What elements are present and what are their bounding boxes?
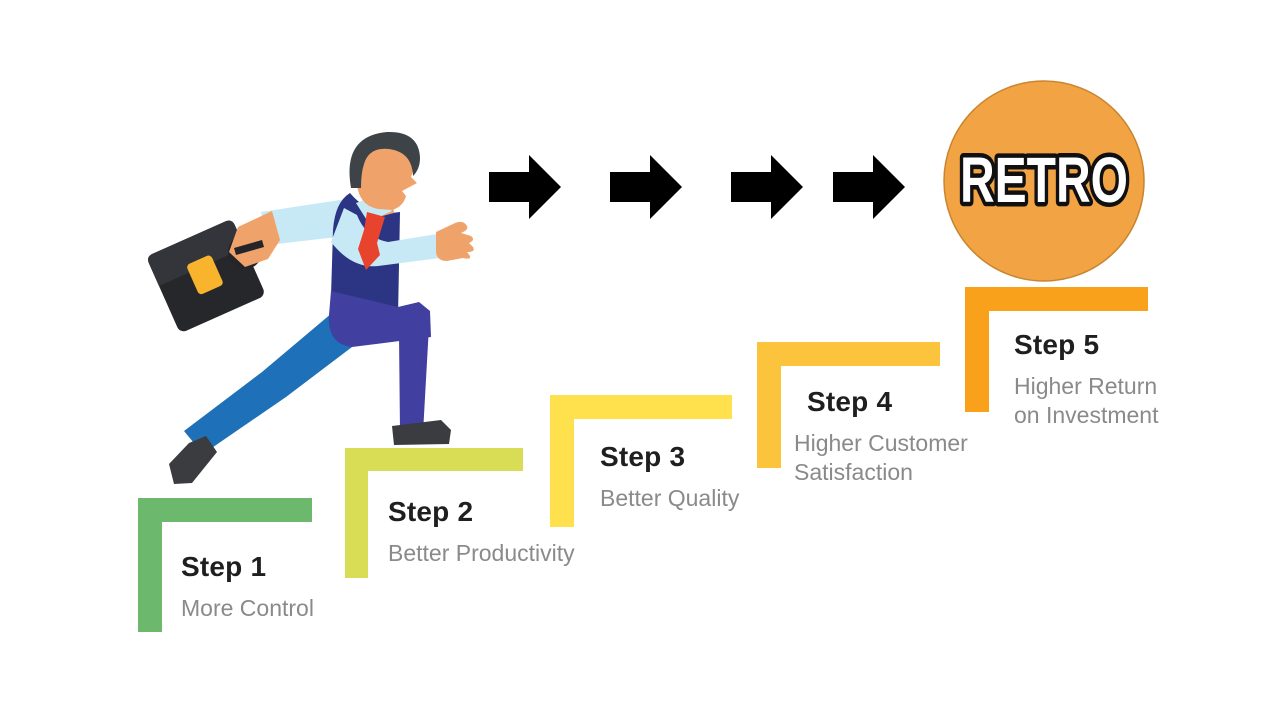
briefcase-grip: [234, 240, 264, 255]
front-sleeve: [331, 208, 440, 267]
step-2-description: Better Productivity: [388, 540, 575, 567]
step-4-title: Step 4: [807, 386, 893, 417]
back-shoe: [169, 436, 217, 484]
step-3-label: Step 3 Better Quality: [600, 441, 739, 513]
front-shoe: [392, 420, 451, 445]
retro-label: RETRO: [960, 144, 1128, 216]
step-1-title: Step 1: [181, 551, 267, 582]
step-1-description: More Control: [181, 595, 314, 622]
arrow-right-icon: [833, 155, 905, 219]
step-5-description: Higher Return on Investment: [1014, 373, 1159, 428]
briefcase-flap: [147, 220, 245, 286]
retro-circle: [943, 80, 1145, 282]
front-hand: [436, 221, 474, 261]
step-2-shape: [345, 448, 523, 578]
step-3-title: Step 3: [600, 441, 686, 472]
face: [355, 142, 417, 210]
step-1-shape: [138, 498, 312, 632]
arrow-right-icon: [731, 155, 803, 219]
step-4-description: Higher Customer Satisfaction: [794, 430, 968, 485]
back-leg: [184, 313, 356, 454]
arrow-right-icon: [489, 155, 561, 219]
back-hand: [229, 211, 280, 267]
step-5-title: Step 5: [1014, 329, 1100, 360]
hair: [349, 131, 420, 188]
step-4-label: Step 4 Higher Customer Satisfaction: [794, 386, 976, 487]
arrow-right-icon: [610, 155, 682, 219]
step-1-label: Step 1 More Control: [181, 551, 314, 623]
step-5-label: Step 5 Higher Return on Investment: [1014, 329, 1186, 430]
briefcase-clasp: [187, 255, 223, 295]
step-3-shape: [550, 395, 732, 527]
front-shin: [399, 326, 429, 433]
step-4-shape: [757, 342, 940, 468]
businessman-illustration: [147, 131, 474, 484]
tie: [358, 212, 385, 270]
step-5-shape: [965, 287, 1148, 412]
step-2-label: Step 2 Better Productivity: [388, 496, 575, 568]
step-2-title: Step 2: [388, 496, 474, 527]
step-3-description: Better Quality: [600, 485, 740, 512]
